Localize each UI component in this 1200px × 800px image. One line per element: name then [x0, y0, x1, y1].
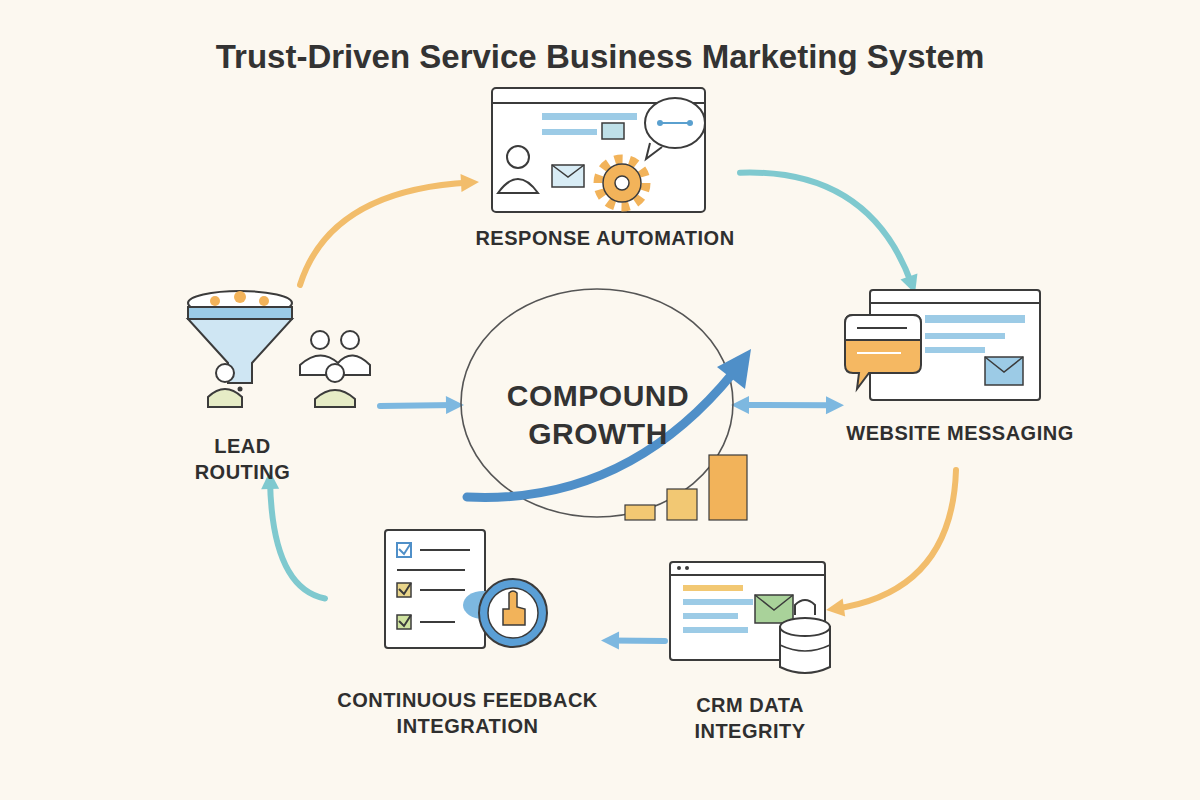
illustration-shape	[492, 88, 705, 212]
illustration-shape	[683, 599, 753, 605]
messaging-step: WEBSITE MESSAGING	[835, 285, 1055, 470]
illustration-shape	[552, 165, 584, 187]
illustration-shape	[397, 583, 411, 597]
illustration-shape	[683, 613, 738, 619]
illustration-shape	[657, 120, 663, 126]
illustration-shape	[552, 165, 584, 177]
illustration-shape	[687, 120, 693, 126]
illustration-shape	[208, 389, 242, 407]
crm-step: CRM DATA INTEGRITY	[665, 555, 835, 770]
illustration-shape	[857, 352, 901, 354]
illustration-shape	[420, 549, 470, 551]
illustration-shape	[399, 583, 411, 594]
illustration-shape	[755, 595, 793, 610]
illustration-shape	[780, 618, 830, 636]
illustration-shape	[603, 164, 641, 202]
illustration-shape	[709, 455, 747, 520]
feedback-step: CONTINUOUS FEEDBACK INTEGRATION	[325, 525, 610, 735]
illustration-shape	[259, 296, 269, 306]
illustration-shape	[542, 113, 637, 120]
illustration-shape	[397, 569, 465, 571]
illustration-shape	[210, 296, 220, 306]
automation-step: RESPONSE AUTOMATION	[470, 85, 740, 280]
step-label: LEAD ROUTING	[180, 433, 305, 485]
illustration-shape	[625, 505, 655, 520]
illustration-shape	[677, 566, 681, 570]
illustration-shape	[326, 364, 344, 382]
illustration-shape	[397, 543, 411, 557]
illustration-shape	[780, 645, 830, 651]
node-illustration	[470, 85, 740, 280]
illustration-shape	[341, 331, 359, 349]
growth-hub: COMPOUND GROWTH	[455, 285, 740, 525]
flow-arrow	[380, 402, 455, 409]
illustration-shape	[683, 585, 743, 591]
illustration-shape	[870, 302, 1040, 304]
illustration-shape	[311, 331, 329, 349]
illustration-shape	[645, 98, 705, 148]
node-illustration	[180, 285, 380, 480]
illustration-shape	[670, 574, 825, 576]
illustration-shape	[498, 179, 538, 193]
illustration-shape	[397, 615, 411, 629]
illustration-shape	[925, 333, 1005, 339]
routing-step: LEAD ROUTING	[180, 285, 380, 480]
illustration-shape	[420, 589, 465, 591]
illustration-shape	[542, 129, 597, 135]
illustration-shape	[461, 289, 733, 517]
step-label: RESPONSE AUTOMATION	[470, 225, 740, 251]
illustration-shape	[857, 327, 907, 329]
illustration-shape	[216, 364, 234, 382]
illustration-shape	[602, 123, 624, 139]
illustration-shape	[479, 579, 547, 647]
flow-arrow	[610, 638, 665, 645]
illustration-shape	[795, 600, 815, 615]
illustration-shape	[238, 387, 243, 392]
illustration-shape	[667, 489, 697, 520]
illustration-shape	[925, 315, 1025, 323]
illustration-shape	[985, 357, 1023, 372]
illustration-shape	[467, 373, 733, 497]
illustration-shape	[685, 566, 689, 570]
step-label: WEBSITE MESSAGING	[845, 420, 1075, 446]
illustration-shape	[615, 176, 629, 190]
flow-arrow	[835, 470, 956, 609]
illustration-shape	[662, 122, 688, 124]
illustration-shape	[683, 627, 748, 633]
diagram-title: Trust-Driven Service Business Marketing …	[0, 38, 1200, 76]
flow-arrow	[740, 173, 912, 285]
flow-arrow	[300, 183, 470, 286]
illustration-shape	[420, 621, 455, 623]
illustration-shape	[234, 291, 246, 303]
illustration-shape	[845, 315, 921, 389]
illustration-shape	[507, 146, 529, 168]
illustration-shape	[399, 543, 411, 554]
flow-arrow	[740, 402, 835, 408]
illustration-shape	[925, 347, 985, 353]
illustration-shape	[717, 349, 751, 389]
step-label: CONTINUOUS FEEDBACK INTEGRATION	[325, 687, 610, 739]
hub-label: COMPOUND GROWTH	[493, 377, 703, 452]
step-label: CRM DATA INTEGRITY	[665, 692, 835, 744]
illustration-shape	[503, 591, 525, 625]
illustration-shape	[188, 307, 292, 319]
illustration-shape	[315, 390, 355, 407]
illustration-shape	[399, 615, 411, 626]
illustration-shape	[755, 595, 793, 623]
illustration-shape	[385, 530, 485, 648]
illustration-shape	[488, 588, 538, 638]
illustration-shape	[188, 319, 292, 383]
flow-arrow	[270, 480, 325, 599]
illustration-shape	[985, 357, 1023, 385]
illustration-shape	[598, 159, 646, 207]
illustration-shape	[845, 315, 921, 340]
